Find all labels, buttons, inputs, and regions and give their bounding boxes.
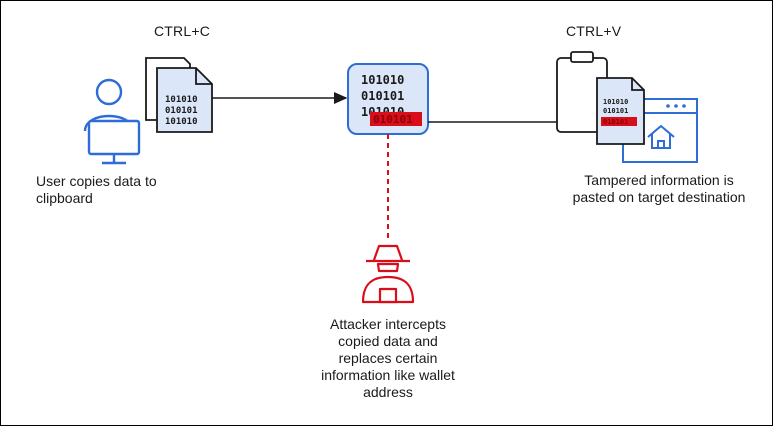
dest-tampered-binary: 010101 (603, 118, 628, 126)
user-caption: User copies data to clipboard (36, 173, 157, 206)
doc-binary-3: 101010 (165, 117, 198, 127)
clipboard-data-icon: 101010 010101 101010 010101 (347, 63, 429, 135)
tampered-binary: 010101 (373, 113, 413, 126)
attacker-caption: Attacker intercepts copied data and repl… (321, 316, 455, 400)
home-icon (647, 124, 675, 149)
center-binary-1: 101010 (361, 73, 404, 87)
monitor-icon (87, 119, 141, 165)
document-icon: 101010 010101 101010 (145, 57, 213, 133)
doc-binary-1: 101010 (165, 95, 198, 105)
pasted-document-icon: 101010 010101 010101 (596, 77, 645, 145)
dest-binary-1: 101010 (603, 98, 628, 106)
center-binary-2: 010101 (361, 89, 404, 103)
doc-binary-2: 010101 (165, 106, 198, 116)
dest-binary-2: 010101 (603, 107, 628, 115)
clipboard-icon (556, 51, 608, 133)
tampered-highlight (370, 112, 422, 126)
destination-caption: Tampered information is pasted on target… (572, 172, 746, 205)
dest-tampered-highlight (601, 117, 637, 126)
copy-shortcut: CTRL+C (154, 23, 211, 39)
paste-shortcut: CTRL+V (566, 23, 622, 39)
hacker-icon (361, 244, 415, 304)
